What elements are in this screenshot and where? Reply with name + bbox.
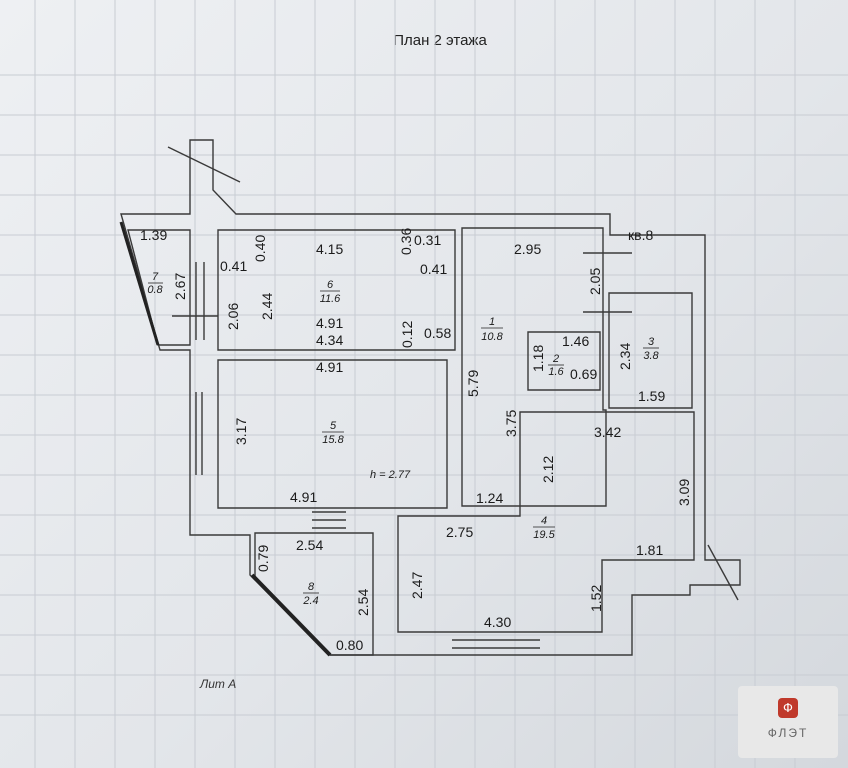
- dimension-label: 5.79: [465, 370, 481, 397]
- walls: [119, 139, 741, 657]
- room-number: 3: [648, 336, 655, 348]
- dimension-label: 1.81: [636, 542, 663, 558]
- dimension-label: 0.69: [570, 366, 597, 382]
- dimension-label: 0.36: [398, 228, 414, 255]
- dimension-label: 3.09: [676, 479, 692, 506]
- dimension-label: 0.12: [399, 321, 415, 348]
- dimension-label: 2.54: [355, 589, 371, 616]
- logo-icon: Ф: [778, 698, 798, 718]
- dimension-label: 2.06: [225, 303, 241, 330]
- dimension-label: 1.18: [530, 345, 546, 372]
- dimension-label: 1.52: [588, 585, 604, 612]
- ceiling-height-note: h = 2.77: [370, 469, 411, 481]
- room-area: 1.6: [548, 366, 564, 378]
- dimension-label: 2.47: [409, 572, 425, 599]
- dimension-label: 0.41: [420, 261, 447, 277]
- dimension-label: 1.24: [476, 490, 503, 506]
- logo-text: ФЛЭТ: [767, 726, 809, 740]
- dimension-label: 2.12: [540, 456, 556, 483]
- dimension-label: 4.15: [316, 241, 343, 257]
- dimension-label: 4.91: [316, 359, 343, 375]
- dimension-label: 0.79: [255, 545, 271, 572]
- room-area: 19.5: [533, 529, 555, 541]
- dimension-label: 1.39: [140, 227, 167, 243]
- dimension-label: 3.42: [594, 424, 621, 440]
- logo: Ф ФЛЭТ: [738, 686, 838, 758]
- dimension-label: 2.34: [617, 343, 633, 370]
- dimension-label: 2.44: [259, 293, 275, 320]
- dimension-label: 1.59: [638, 388, 665, 404]
- room-area: 10.8: [481, 331, 503, 343]
- dimension-label: 1.46: [562, 333, 589, 349]
- room-area: 3.8: [643, 350, 659, 362]
- room-number: 7: [152, 271, 159, 283]
- apartment-label: кв.8: [628, 227, 653, 243]
- room-number: 5: [330, 420, 337, 432]
- dimension-label: 2.67: [172, 273, 188, 300]
- dimension-label: 4.34: [316, 332, 343, 348]
- room-number: 6: [327, 279, 334, 291]
- dimension-label: 4.91: [316, 315, 343, 331]
- room-number: 1: [489, 316, 495, 328]
- dimension-label: 0.41: [220, 258, 247, 274]
- dimension-label: 2.95: [514, 241, 541, 257]
- room-area: 11.6: [320, 293, 341, 305]
- lit-label: Лит А: [199, 677, 236, 691]
- dimension-label: 4.30: [484, 614, 511, 630]
- dimension-label: 3.17: [233, 418, 249, 445]
- room-area: 0.8: [147, 284, 163, 296]
- dimension-label: 2.54: [296, 537, 323, 553]
- room-area: 2.4: [302, 595, 318, 607]
- dimension-label: 0.40: [252, 235, 268, 262]
- room-number: 4: [541, 515, 547, 527]
- dimension-label: 2.75: [446, 524, 473, 540]
- dimension-label: 4.91: [290, 489, 317, 505]
- page-title: План 2 этажа: [393, 32, 487, 49]
- room-number: 8: [308, 581, 315, 593]
- dimension-label: 0.80: [336, 637, 363, 653]
- room-area: 15.8: [322, 434, 344, 446]
- dimension-label: 0.58: [424, 325, 451, 341]
- dimension-labels: 1.39 2.67 0.41 0.40 4.15 0.36 0.31 0.41 …: [140, 227, 692, 653]
- room-labels: 7 0.8 6 11.6 5 15.8 1 10.8 2 1.6 3 3.8 4…: [147, 271, 659, 607]
- room-number: 2: [552, 353, 559, 365]
- dimension-label: 3.75: [503, 410, 519, 437]
- dimension-label: 2.05: [587, 268, 603, 295]
- dimension-label: 0.31: [414, 232, 441, 248]
